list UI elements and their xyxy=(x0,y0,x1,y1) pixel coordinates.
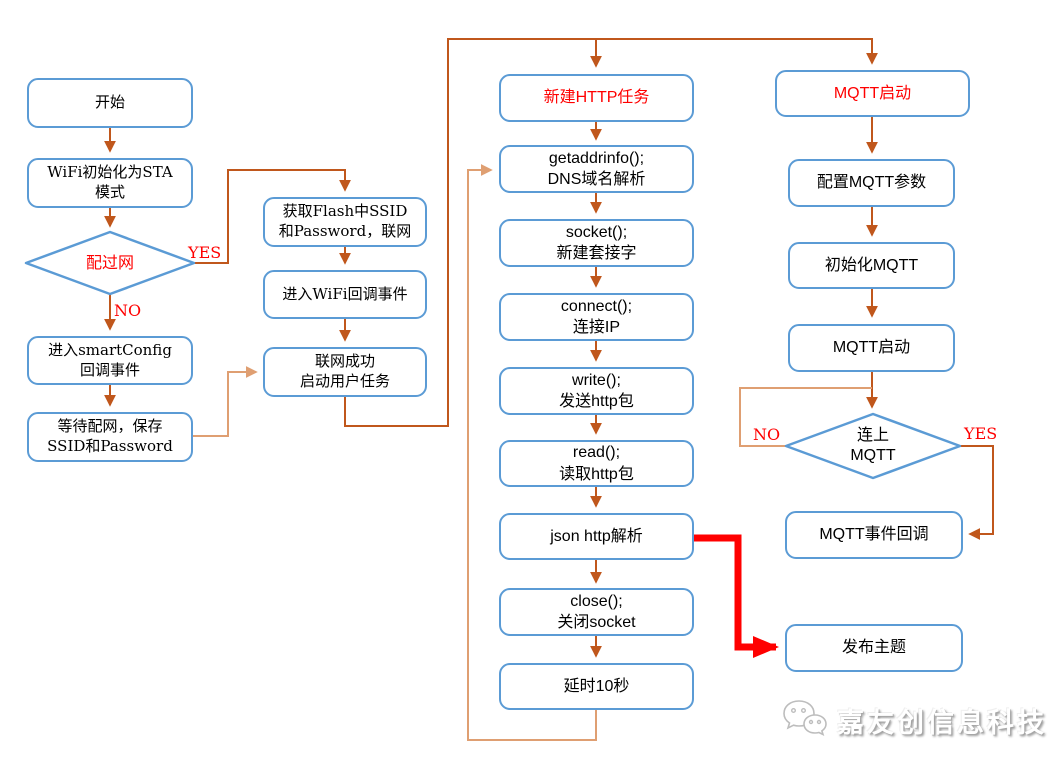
node-http-task: 新建HTTP任务 xyxy=(499,74,694,122)
node-json-parse: json http解析 xyxy=(499,513,694,560)
node-delay: 延时10秒 xyxy=(499,663,694,710)
node-read: read(); 读取http包 xyxy=(499,440,694,487)
node-connect: connect(); 连接IP xyxy=(499,293,694,341)
watermark: 嘉友创信息科技 xyxy=(781,698,1047,742)
node-start: 开始 xyxy=(27,78,193,128)
loop-mqtt-decision-no xyxy=(739,387,872,447)
arrow-mqtt-decision-yes-to-event-callback xyxy=(960,445,994,540)
node-smartconfig: 进入smartConfig 回调事件 xyxy=(27,336,193,385)
decision-mqtt-connected-label: 连上 MQTT xyxy=(850,427,896,464)
decision-configured-label: 配过网 xyxy=(85,253,134,272)
label-mqtt-no: NO xyxy=(753,425,781,444)
arrow-decision-yes-to-get-flash xyxy=(194,169,351,264)
node-mqtt-start-top: MQTT启动 xyxy=(775,70,970,117)
decision-configured-shape xyxy=(24,230,196,296)
node-publish-topic: 发布主题 xyxy=(785,624,963,672)
node-wait-config: 等待配网，保存 SSID和Password xyxy=(27,412,193,462)
node-write: write(); 发送http包 xyxy=(499,367,694,415)
node-socket: socket(); 新建套接字 xyxy=(499,219,694,267)
node-close: close(); 关闭socket xyxy=(499,588,694,636)
label-mqtt-yes: YES xyxy=(964,424,998,443)
red-arrow-json-to-publish xyxy=(694,534,779,658)
node-mqtt-config: 配置MQTT参数 xyxy=(788,159,955,207)
decision-mqtt-connected-shape xyxy=(784,412,962,480)
node-mqtt-event-callback: MQTT事件回调 xyxy=(785,511,963,559)
label-configured-yes: YES xyxy=(188,243,222,262)
line-connected-task-to-top-rail xyxy=(344,38,878,427)
node-wifi-init: WiFi初始化为STA 模式 xyxy=(27,158,193,208)
node-wifi-callback: 进入WiFi回调事件 xyxy=(263,270,427,319)
node-mqtt-init: 初始化MQTT xyxy=(788,242,955,289)
label-configured-no: NO xyxy=(114,301,142,320)
wechat-icon xyxy=(783,700,827,737)
node-getaddrinfo: getaddrinfo(); DNS域名解析 xyxy=(499,145,694,193)
loop-delay-to-getaddrinfo xyxy=(467,164,597,741)
node-mqtt-start2: MQTT启动 xyxy=(788,324,955,372)
node-connected-start-task: 联网成功 启动用户任务 xyxy=(263,347,427,397)
node-get-flash: 获取Flash中SSID 和Password，联网 xyxy=(263,197,427,247)
arrow-wait-config-to-connected-task xyxy=(193,366,258,437)
watermark-text: 嘉友创信息科技 xyxy=(837,707,1047,738)
